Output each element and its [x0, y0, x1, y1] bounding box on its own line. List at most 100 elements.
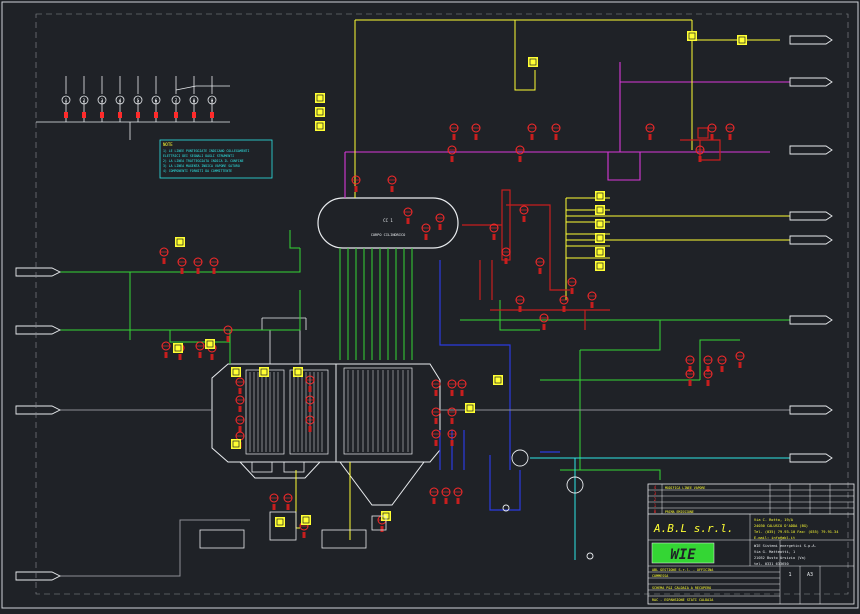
- instrument-bubble: [403, 207, 413, 224]
- instrument-bubble: [449, 123, 459, 140]
- instrument-bubble: [305, 375, 315, 392]
- title-row-1: ABL GESTIONE S.r.l. - OFFICINA: [652, 568, 713, 572]
- instrument-tag-box: [301, 515, 311, 525]
- valve-cluster-right: [680, 127, 721, 161]
- aux-equipment: [199, 511, 387, 549]
- instrument-bubble: [519, 205, 529, 222]
- right-connectors: [789, 35, 833, 463]
- client-logo: WIE: [670, 547, 696, 563]
- probe-marker: 3: [97, 95, 107, 118]
- instrument-bubble: [447, 429, 457, 446]
- instrument-bubble: [551, 123, 561, 140]
- client-line-2: Via G. Matteotti, 1: [754, 550, 795, 554]
- instrument-bubble: [703, 355, 713, 372]
- instrument-tag-box: [173, 343, 183, 353]
- instrument-bubble: [707, 123, 717, 140]
- title-block: 4 3 2 1 0 MODIFICA LINEE VAPORE PRIMA EM…: [647, 483, 855, 605]
- note-title: NOTE: [163, 142, 173, 147]
- instrument-bubble: [431, 407, 441, 424]
- probe-number: 3: [101, 98, 104, 104]
- instrument-tag-box: [528, 57, 538, 67]
- client-line-4: tel. 0331 633650: [754, 562, 789, 566]
- client-line-3: 21052 Busto Arsizio (Va): [754, 556, 806, 560]
- instrument-bubble: [387, 175, 397, 192]
- instrument-bubble: [177, 257, 187, 274]
- boundary-line: [35, 13, 849, 595]
- instrument-bubble: [559, 295, 569, 312]
- condensate-lines: [530, 457, 790, 560]
- instrument-bubble: [209, 257, 219, 274]
- sheet-scale: A3: [807, 572, 813, 578]
- revision-0: 4: [654, 485, 657, 490]
- instrument-bubble: [703, 369, 713, 386]
- water-lines: [60, 230, 790, 480]
- note-line-3: 2) LA LINEA TRATTEGGIATA INDICA IL CONFI…: [163, 159, 244, 163]
- instrument-bubble: [235, 377, 245, 394]
- client-logo-box: [651, 542, 715, 564]
- instrument-bubble: [305, 415, 315, 432]
- company-name: A.B.L s.r.l.: [653, 522, 733, 535]
- instrument-tag-box: [175, 237, 185, 247]
- instrument-bubble: [567, 277, 577, 294]
- probe-marker: 1: [61, 95, 71, 118]
- instrument-bubble: [435, 213, 445, 230]
- instrument-bubble: [685, 355, 695, 372]
- instrument-bubble: [305, 395, 315, 412]
- note-line-5: 4) COMPONENTI FORNITI DA COMMITTENTE: [163, 169, 232, 173]
- instrument-bubble: [587, 291, 597, 308]
- instrument-bubble: [645, 123, 655, 140]
- furnace-panels: [245, 367, 413, 455]
- probe-number: 4: [119, 98, 122, 104]
- probe-tree-markers: 1 2 3 4 5 6 7 8 9: [61, 95, 217, 118]
- instrument-bubble: [447, 379, 457, 396]
- instrument-bubble: [447, 145, 457, 162]
- riser-tubes: [339, 248, 413, 360]
- title-row-3: SCHEMA P&I CALDAIA A RECUPERO: [652, 586, 711, 590]
- instrument-bubbles: [159, 123, 745, 538]
- instrument-tag-box: [737, 35, 747, 45]
- probe-number: 8: [193, 98, 196, 104]
- instrument-bubble: [489, 223, 499, 240]
- instrument-bubble: [431, 429, 441, 446]
- instrument-bubble: [431, 379, 441, 396]
- probe-number: 2: [83, 98, 86, 104]
- instrument-bubble: [269, 493, 279, 510]
- probe-number: 1: [65, 98, 68, 104]
- revision-3: 1: [654, 503, 657, 508]
- probe-marker: 9: [207, 95, 217, 118]
- instrument-bubble: [535, 257, 545, 274]
- drum-label: CORPO CILINDRICO: [371, 233, 406, 237]
- instrument-tag-box: [205, 339, 215, 349]
- pumps: [502, 449, 594, 560]
- instrument-tag-box: [687, 31, 697, 41]
- probe-number: 5: [137, 98, 140, 104]
- company-address-1: Via C. Rotto, 19/A: [754, 518, 794, 522]
- probe-marker: 6: [151, 95, 161, 118]
- note-line-4: 3) LA LINEA MAGENTA INDICA VAPORE SATURO: [163, 164, 240, 168]
- instrument-tag-box: [315, 121, 325, 131]
- probe-marker: 5: [133, 95, 143, 118]
- instrument-bubble: [527, 123, 537, 140]
- revision-1: 3: [654, 491, 657, 496]
- instrument-tag-box: [315, 93, 325, 103]
- company-address-4: E-mail: info@abl.it: [754, 536, 795, 540]
- steam-drum: CC 1 CORPO CILINDRICO: [317, 197, 459, 249]
- probe-marker: 7: [171, 95, 181, 118]
- instrument-bubble: [235, 415, 245, 432]
- instrument-bubble: [421, 223, 431, 240]
- instrument-bubble: [725, 123, 735, 140]
- instrument-bubble: [429, 487, 439, 504]
- probe-number: 7: [175, 98, 178, 104]
- instrument-tags: [173, 31, 747, 527]
- sheet-number: 1: [788, 572, 791, 578]
- steam-lines: [344, 62, 790, 198]
- gray-lines: [60, 409, 790, 577]
- instrument-bubble: [515, 145, 525, 162]
- title-row-2: COMMESSA: [652, 574, 668, 578]
- probe-number: 6: [155, 98, 158, 104]
- instrument-tag-box: [595, 233, 605, 243]
- company-address-2: 24030 CALUSCO D'ADDA (BG): [754, 524, 808, 528]
